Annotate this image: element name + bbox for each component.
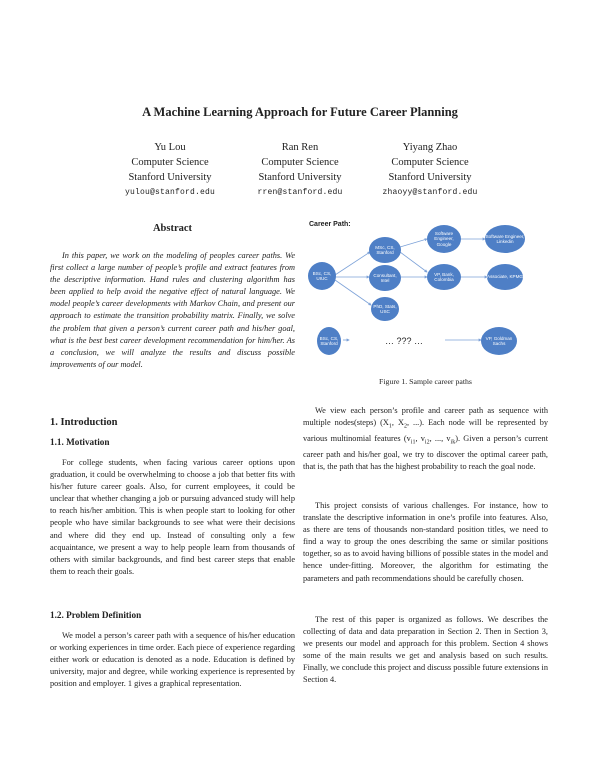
career-path-label: Career Path: [309, 221, 351, 228]
right-p1-a: We view each person’s profile and career… [303, 406, 548, 428]
author-name: Yu Lou [154, 142, 186, 153]
career-path-figure: Career Path: BSc, CS, UIUC MSc, CS, Stan… [305, 217, 550, 367]
right-paragraph-2-text: This project consists of various challen… [303, 501, 548, 583]
author-name: Yiyang Zhao [402, 142, 458, 153]
node-associate-kpmg: Associate, KPMG [487, 264, 523, 290]
right-paragraph-3-text: The rest of this paper is organized as f… [303, 615, 548, 685]
motivation-body: For college students, when facing variou… [50, 457, 295, 578]
motivation-heading: 1.1. Motivation [50, 437, 110, 447]
right-p1-b: Each node will be represented by various… [303, 418, 548, 443]
author-univ: Stanford University [128, 172, 212, 183]
math-subscript: ik [450, 439, 456, 446]
author-email: yulou@stanford.edu [124, 188, 215, 197]
node-bsc-stanford: BSc, CS, Stanford [317, 327, 341, 355]
math-subscript: i1 [410, 439, 416, 446]
author-dept: Computer Science [261, 157, 339, 168]
figure-edges [334, 237, 488, 342]
author-dept: Computer Science [131, 157, 209, 168]
author-univ: Stanford University [258, 172, 342, 183]
node-msc-stanford: MSc, CS, Stanford [369, 237, 401, 263]
problem-text: We model a person’s career path with a s… [50, 631, 295, 689]
problem-body: We model a person’s career path with a s… [50, 630, 295, 690]
node-swe-linkedin: Software Engineer, Linkedin [485, 225, 525, 253]
author-1: Yu Lou Computer Science Stanford Univers… [95, 140, 245, 200]
math-subscript: i2 [424, 439, 430, 446]
node-phd-usc: PhD, Stats, USC [371, 297, 399, 321]
right-paragraph-1-text: We view each person’s profile and career… [303, 406, 549, 471]
right-paragraph-2: This project consists of various challen… [303, 500, 548, 585]
author-email: zhaoyy@stanford.edu [382, 188, 478, 197]
author-univ: Stanford University [388, 172, 472, 183]
node-consultant-intel: Consultant, Intel [369, 265, 401, 291]
abstract-body: In this paper, we work on the modeling o… [50, 250, 295, 371]
figure-caption: Figure 1. Sample career paths [379, 377, 472, 386]
unknown-path-text: … ??? … [385, 336, 424, 346]
author-3: Yiyang Zhao Computer Science Stanford Un… [355, 140, 505, 200]
author-dept: Computer Science [391, 157, 469, 168]
abstract-heading: Abstract [152, 223, 193, 234]
motivation-text: For college students, when facing variou… [50, 458, 295, 576]
paper-title: A Machine Learning Approach for Future C… [142, 105, 458, 119]
right-p1-c: Given a person’s current career path and… [303, 433, 549, 471]
math-subscript: 2 [403, 423, 407, 430]
node-swe-google: Software Engineer, Google [427, 225, 461, 253]
abstract-text: In this paper, we work on the modeling o… [50, 251, 295, 369]
intro-heading: 1. Introduction [50, 417, 118, 428]
author-email: rren@stanford.edu [257, 188, 343, 197]
author-2: Ran Ren Computer Science Stanford Univer… [225, 140, 375, 200]
author-name: Ran Ren [281, 142, 319, 153]
problem-heading: 1.2. Problem Definition [50, 610, 142, 620]
node-vp-goldman: VP, Goldman Sachs [481, 327, 517, 355]
node-bsc-uiuc: BSc, CS, UIUC [308, 262, 336, 290]
right-paragraph-1: We view each person’s profile and career… [303, 405, 548, 473]
node-vp-colombia: VP, Bank, Colombia [427, 264, 461, 290]
math-subscript: 1 [388, 423, 392, 430]
right-paragraph-3: The rest of this paper is organized as f… [303, 614, 548, 687]
